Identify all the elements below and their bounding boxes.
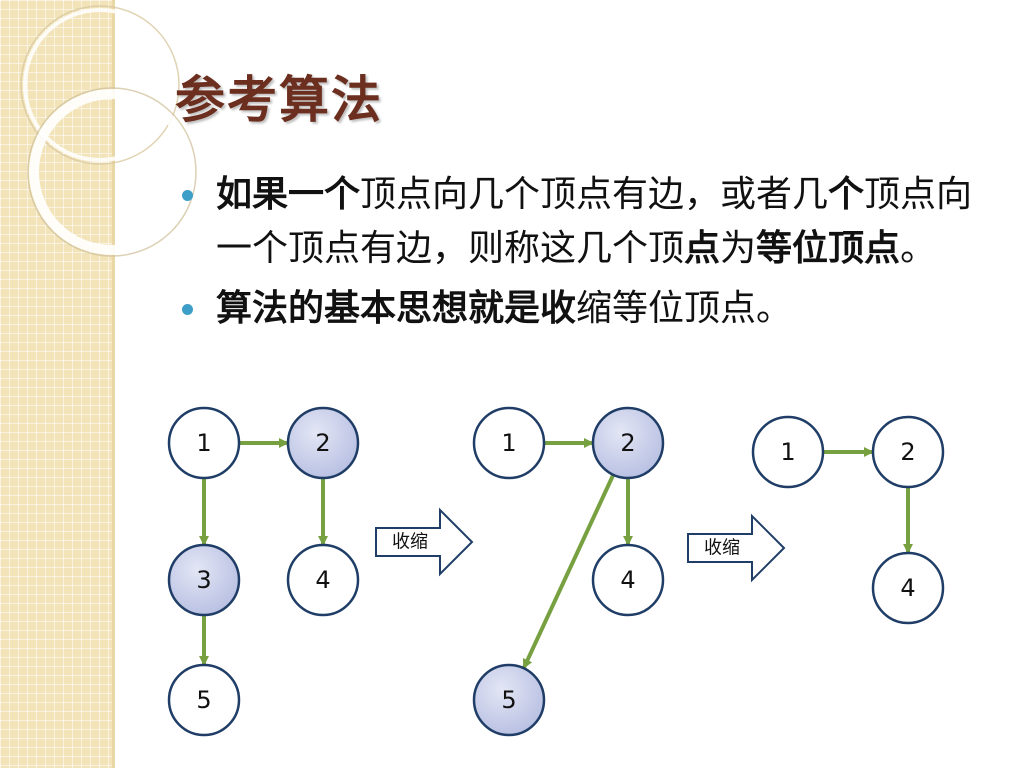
slide-title: 参考算法 [175, 71, 383, 129]
bullet-text: 算法的基本思想就是收缩等位顶点。 [216, 288, 792, 329]
graph1-node-2: 2 [286, 406, 360, 480]
bullet-item-2: 算法的基本思想就是收缩等位顶点。 [180, 282, 1000, 336]
bullet-dot-icon [182, 190, 193, 201]
node-circle [751, 415, 825, 489]
decorative-rings [20, 5, 197, 257]
contract-label: 收缩 [704, 538, 740, 559]
graph2-node-5: 5 [472, 663, 546, 737]
graph1-node-5: 5 [167, 663, 241, 737]
bullet-item-1: 如果一个顶点向几个顶点有边，或者几个顶点向一个顶点有边，则称这几个顶点为等位顶点… [180, 168, 1000, 276]
bullet-list: 如果一个顶点向几个顶点有边，或者几个顶点向一个顶点有边，则称这几个顶点为等位顶点… [180, 168, 1000, 342]
contract-arrow-1: 收缩 [375, 507, 474, 577]
graph3-node-2: 2 [871, 415, 945, 489]
graph2-node-2: 2 [591, 406, 665, 480]
bullet-segment: 如果一个 [216, 174, 361, 215]
node-circle [167, 543, 241, 617]
bullet-dot-icon [182, 304, 193, 315]
block-arrow-right-icon [375, 507, 474, 577]
node-label: 1 [780, 438, 795, 466]
bullet-segment: 点 [684, 228, 721, 269]
graph2-node-1: 1 [472, 406, 546, 480]
node-label: 5 [501, 686, 516, 714]
bullet-segment: 。 [900, 228, 937, 269]
side-band-edge [112, 0, 115, 768]
bullet-segment: 顶点向一个顶点有边，则称这几个顶 [216, 174, 973, 269]
bullet-segment: 为 [720, 228, 757, 269]
node-label: 5 [196, 686, 211, 714]
node-circle [871, 415, 945, 489]
nodes-layer: 1 2 3 4 5 1 2 4 5 1 2 4 [167, 406, 945, 737]
node-label: 4 [315, 566, 330, 594]
node-circle [286, 406, 360, 480]
node-label: 3 [196, 566, 211, 594]
bullet-segment: 缩等位顶点。 [576, 288, 793, 329]
block-arrow-right-icon [687, 513, 786, 583]
node-label: 4 [620, 566, 635, 594]
bullet-segment: 个 [828, 174, 865, 215]
graph2-node-4: 4 [591, 543, 665, 617]
edges-layer [199, 438, 913, 670]
node-label: 1 [501, 429, 516, 457]
node-circle [472, 406, 546, 480]
node-label: 2 [620, 429, 635, 457]
bullet-text: 如果一个顶点向几个顶点有边，或者几个顶点向一个顶点有边，则称这几个顶点为等位顶点… [216, 174, 972, 269]
node-label: 2 [900, 438, 915, 466]
graph1-node-1: 1 [167, 406, 241, 480]
node-circle [591, 406, 665, 480]
graph1-node-3: 3 [167, 543, 241, 617]
decorative-side-band [0, 0, 112, 768]
node-label: 1 [196, 429, 211, 457]
node-label: 4 [900, 574, 915, 602]
edge-2-5 [522, 473, 616, 670]
node-circle [472, 663, 546, 737]
node-circle [591, 543, 665, 617]
node-label: 2 [315, 429, 330, 457]
node-circle [167, 663, 241, 737]
bullet-segment: 等位顶点 [756, 228, 901, 269]
graph1-node-4: 4 [286, 543, 360, 617]
node-circle [286, 543, 360, 617]
contract-label: 收缩 [392, 532, 428, 553]
node-circle [871, 551, 945, 625]
bullet-segment: 算法的基本思想就是收 [216, 288, 577, 329]
contract-arrow-2: 收缩 [687, 513, 786, 583]
bullet-segment: 顶点向几个顶点有边，或者几 [360, 174, 829, 215]
node-circle [167, 406, 241, 480]
graph3-node-4: 4 [871, 551, 945, 625]
graph3-node-1: 1 [751, 415, 825, 489]
